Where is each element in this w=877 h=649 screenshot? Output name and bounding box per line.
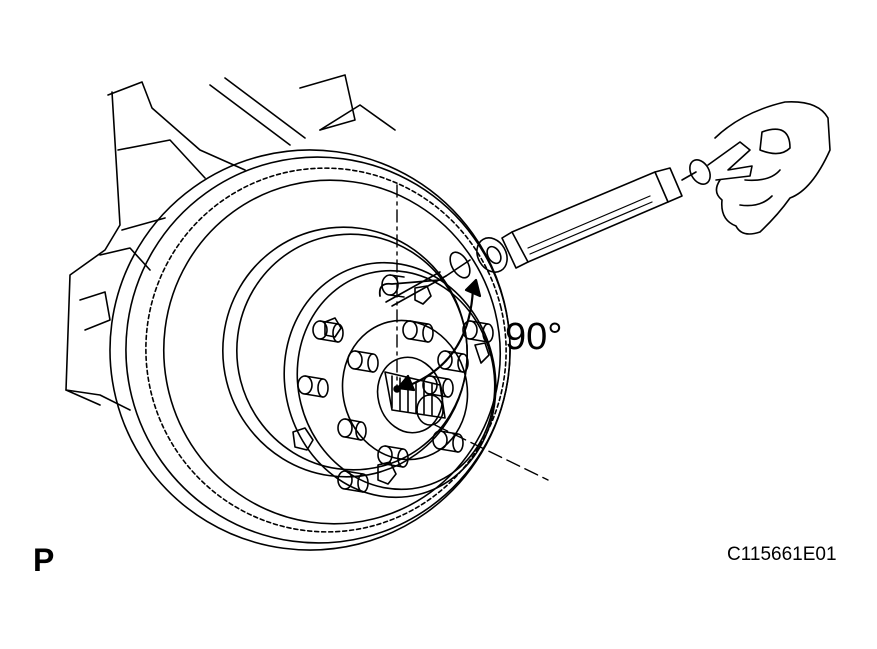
hub-nut-pads <box>292 285 490 485</box>
stud <box>337 470 369 493</box>
upper-arm <box>209 74 396 146</box>
axle-hub <box>283 261 497 499</box>
figure-id-label: C115661E01 <box>727 544 837 565</box>
stud <box>437 350 469 373</box>
view-code-label: P <box>33 542 55 578</box>
stud <box>432 430 464 453</box>
hand <box>714 101 831 235</box>
stud <box>462 320 494 343</box>
hub-studs <box>297 274 494 493</box>
stud <box>347 350 379 373</box>
stud <box>402 320 434 343</box>
stud <box>297 375 329 398</box>
brake-disc <box>109 149 511 551</box>
pull-scale <box>378 141 753 307</box>
steering-knuckle <box>65 81 246 411</box>
angle-label: 90° <box>505 316 563 358</box>
stud <box>422 375 454 398</box>
angle-arrow <box>396 278 482 392</box>
stud <box>337 418 367 441</box>
